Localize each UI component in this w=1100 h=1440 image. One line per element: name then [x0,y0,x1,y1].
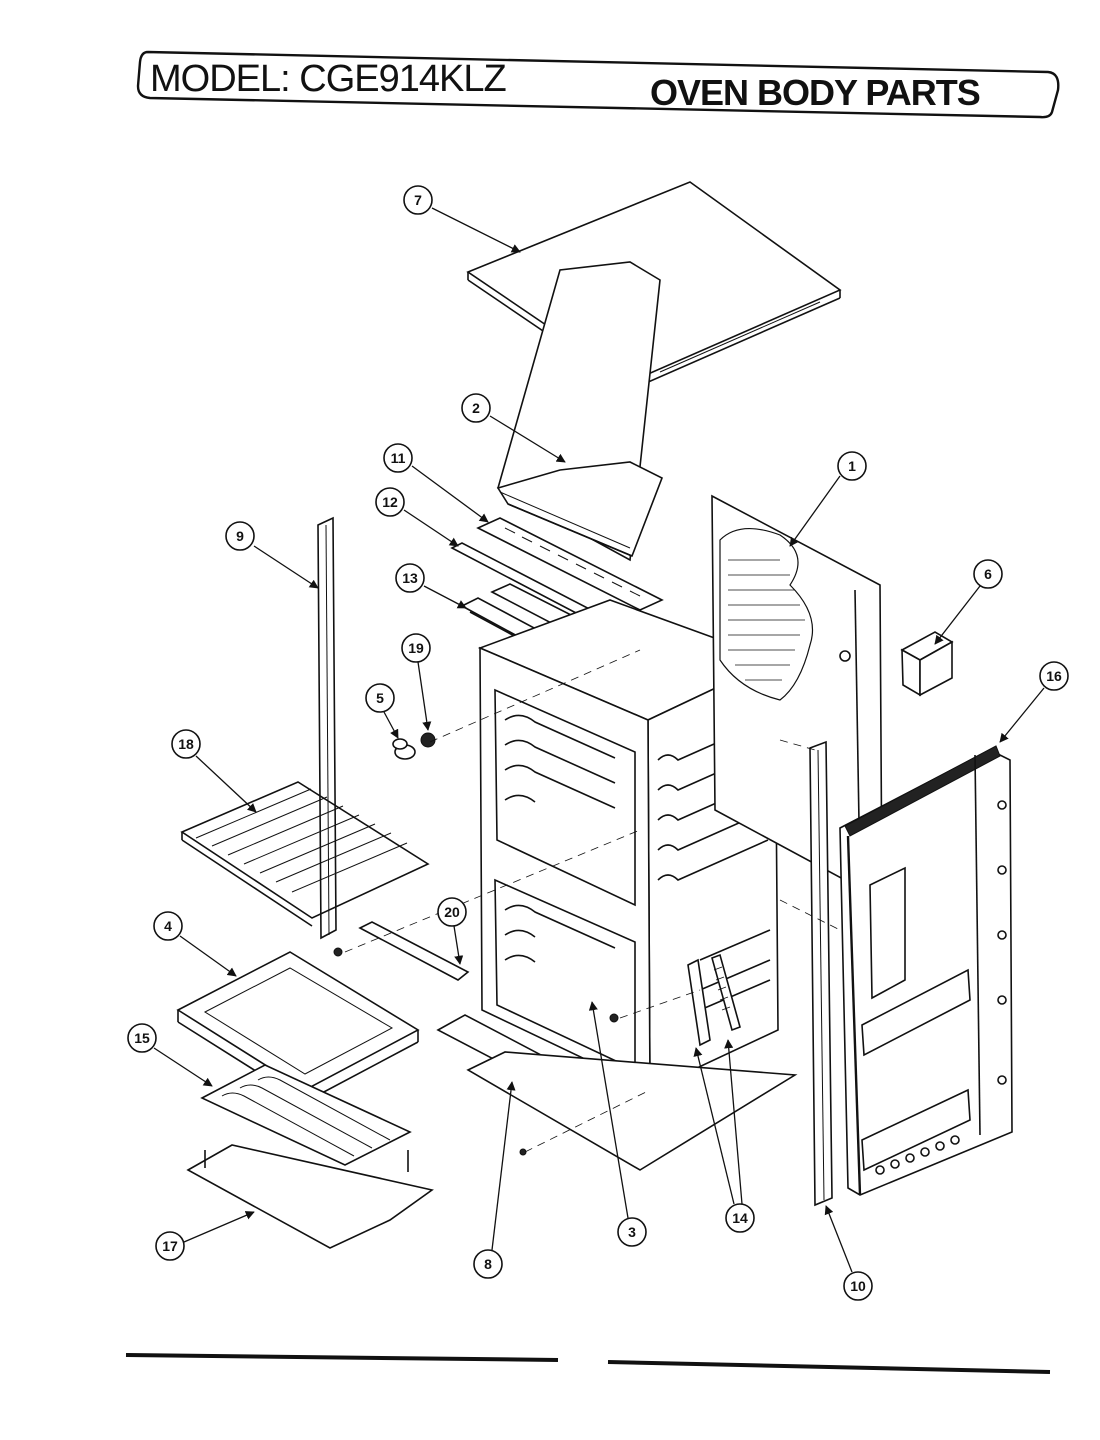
svg-text:20: 20 [444,904,460,920]
callout-17: 17 [155,1211,255,1261]
callout-11: 11 [383,443,489,523]
callout-6: 6 [934,559,1003,645]
svg-text:6: 6 [984,566,992,582]
callout-16: 16 [999,661,1069,743]
callout-5: 5 [365,683,399,739]
part-19-bushing [420,732,436,748]
svg-text:17: 17 [162,1238,178,1254]
svg-text:4: 4 [164,918,172,934]
part-5-knob [392,738,416,760]
svg-text:15: 15 [134,1030,150,1046]
callout-10: 10 [824,1205,873,1301]
callouts: 7 2 11 12 13 1 [127,185,1069,1301]
part-2-vent-duct [496,261,664,562]
svg-text:8: 8 [484,1256,492,1272]
part-17-pan-holder [186,1144,434,1249]
svg-text:1: 1 [848,458,856,474]
header-banner: MODEL: CGE914KLZ OVEN BODY PARTS [136,50,1060,119]
svg-text:7: 7 [414,192,422,208]
callout-7: 7 [403,185,521,253]
svg-text:9: 9 [236,528,244,544]
model-label: MODEL: CGE914KLZ [150,58,506,100]
svg-text:11: 11 [391,450,406,466]
svg-text:16: 16 [1046,668,1062,684]
footer-rules [125,1353,1051,1374]
svg-text:3: 3 [628,1224,636,1240]
svg-text:14: 14 [732,1210,748,1226]
callout-19: 19 [401,633,432,731]
callout-8: 8 [473,1081,516,1279]
callout-4: 4 [153,911,237,977]
callout-14: 14 [693,1039,755,1233]
part-15-broil-grid [200,1064,412,1166]
svg-text:13: 13 [402,570,418,586]
part-8-bottom-frame [436,1014,798,1171]
part-6-junction-box [900,631,954,697]
callout-1: 1 [789,451,867,547]
part-1-side-panel [711,494,883,902]
callout-2: 2 [461,393,566,463]
part-14-door-hinge [609,953,741,1047]
callout-18: 18 [171,729,257,813]
part-9-left-trim [317,516,337,940]
callout-20: 20 [437,897,467,965]
callout-13: 13 [395,563,467,609]
alignment-lines [344,649,841,1153]
callout-3: 3 [588,1001,647,1247]
callout-12: 12 [375,487,459,547]
part-16-side-panel [839,745,1013,1196]
svg-text:12: 12 [382,494,398,510]
part-18-oven-rack [180,781,430,927]
callout-15: 15 [127,1023,213,1087]
part-20-bracket [333,921,470,981]
part-10-right-trim [809,740,833,1207]
part-3-oven-cavity [477,599,779,1092]
svg-text:18: 18 [178,736,194,752]
svg-text:19: 19 [408,640,424,656]
callout-9: 9 [225,521,319,589]
part-11-vent-trim [476,517,664,611]
svg-text:5: 5 [376,690,384,706]
svg-text:10: 10 [850,1278,866,1294]
svg-text:2: 2 [472,400,480,416]
section-title: OVEN BODY PARTS [650,72,980,113]
